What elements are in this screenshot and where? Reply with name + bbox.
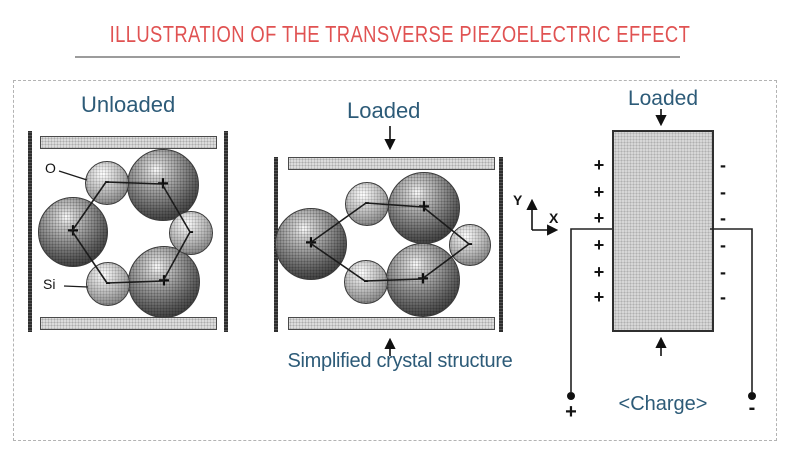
atom-sphere-unloaded-right: - bbox=[169, 211, 213, 255]
surface-minus-sign: - bbox=[720, 262, 726, 282]
atom-sphere-loaded-top-right: + bbox=[388, 172, 460, 244]
atom-sphere-loaded-left: + bbox=[275, 208, 347, 280]
surface-plus-sign: + bbox=[593, 208, 605, 228]
loaded-bottom-plate bbox=[288, 317, 495, 330]
atom-sphere-loaded-bottom-right: + bbox=[386, 243, 460, 317]
figure-title-wrap: ILLUSTRATION OF THE TRANSVERSE PIEZOELEC… bbox=[0, 21, 800, 48]
oxygen-label: O bbox=[45, 160, 56, 176]
surface-minus-sign: - bbox=[720, 208, 726, 228]
charge-sign: + bbox=[418, 196, 430, 218]
charge-sign: - bbox=[467, 235, 473, 252]
atom-sphere-unloaded-top-left: - bbox=[85, 161, 129, 205]
unloaded-top-plate bbox=[40, 136, 217, 149]
terminal-plus-sign: + bbox=[565, 401, 577, 423]
atom-sphere-loaded-top-left: - bbox=[345, 182, 389, 226]
crystal-structure-caption: Simplified crystal structure bbox=[287, 350, 513, 372]
loaded-charge-label: Loaded bbox=[627, 87, 699, 110]
charge-sign: + bbox=[157, 173, 169, 195]
charge-sign: - bbox=[105, 274, 111, 291]
dashed-frame bbox=[13, 80, 777, 441]
surface-minus-sign: - bbox=[720, 182, 726, 202]
atom-sphere-unloaded-bottom-right: + bbox=[128, 246, 200, 318]
terminal-minus-sign: - bbox=[748, 397, 756, 419]
charge-sign: - bbox=[363, 272, 369, 289]
surface-plus-sign: + bbox=[593, 155, 605, 175]
atom-sphere-loaded-bottom-left: - bbox=[344, 260, 388, 304]
atom-sphere-unloaded-bottom-left: - bbox=[86, 262, 130, 306]
y-axis-label: Y bbox=[513, 192, 523, 208]
charge-sign: - bbox=[188, 223, 194, 240]
surface-minus-sign: - bbox=[720, 155, 726, 175]
silicon-label: Si bbox=[43, 276, 56, 292]
atom-sphere-loaded-right: - bbox=[449, 224, 491, 266]
loaded-crystal-label: Loaded bbox=[347, 98, 421, 123]
loaded-top-plate bbox=[288, 157, 495, 170]
charge-sign: - bbox=[364, 194, 370, 211]
title-divider bbox=[75, 56, 680, 58]
surface-plus-sign: + bbox=[593, 235, 605, 255]
charge-sign: + bbox=[305, 232, 317, 254]
unloaded-left-wall bbox=[28, 131, 32, 332]
charge-sign: - bbox=[104, 173, 110, 190]
surface-plus-sign: + bbox=[593, 287, 605, 307]
unloaded-right-wall bbox=[224, 131, 228, 332]
surface-minus-sign: - bbox=[720, 287, 726, 307]
unloaded-label: Unloaded bbox=[81, 92, 176, 117]
charge-sign: + bbox=[158, 270, 170, 292]
loaded-right-wall bbox=[499, 157, 503, 332]
x-axis-label: X bbox=[549, 210, 559, 226]
atom-sphere-unloaded-left: + bbox=[38, 197, 108, 267]
figure-title: ILLUSTRATION OF THE TRANSVERSE PIEZOELEC… bbox=[109, 21, 691, 47]
piezo-element-block bbox=[612, 130, 714, 332]
surface-plus-sign: + bbox=[593, 182, 605, 202]
unloaded-bottom-plate bbox=[40, 317, 217, 330]
charge-sign: + bbox=[67, 220, 79, 242]
surface-plus-sign: + bbox=[593, 262, 605, 282]
charge-caption: <Charge> bbox=[618, 393, 708, 415]
charge-sign: + bbox=[417, 268, 429, 290]
surface-minus-sign: - bbox=[720, 235, 726, 255]
